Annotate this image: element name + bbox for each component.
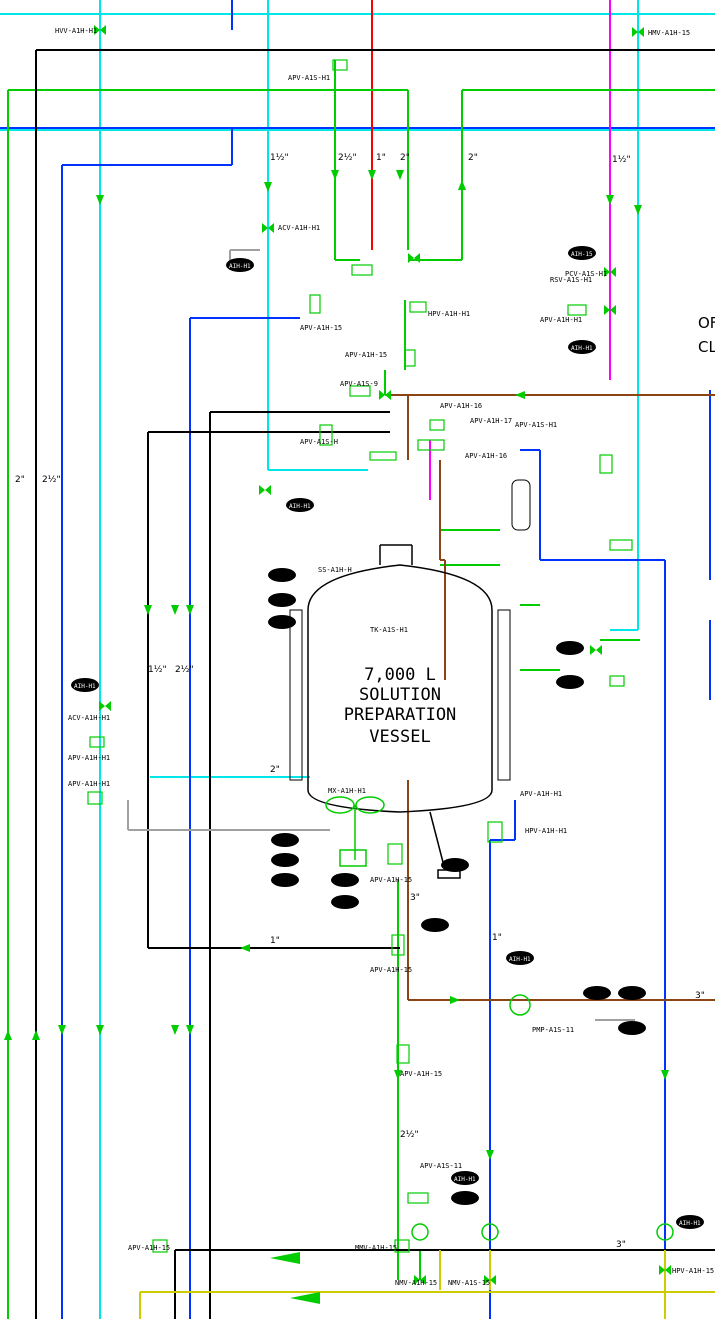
- instrument-tag-7: AIH-H1: [454, 1176, 476, 1183]
- valve-tag-5: APV-A1H-15: [300, 324, 342, 332]
- valve-tag-12: APV-A1H-16: [465, 452, 507, 460]
- line-size-12: 3": [410, 893, 420, 903]
- valve-tag-13: APV-A1S-H1: [515, 421, 557, 429]
- valve-tag-2: HMV-A1H-15: [648, 29, 690, 37]
- instrument-bubbles: [71, 246, 704, 1229]
- instrument-tag-4: AIH-15: [571, 251, 593, 258]
- valve-tag-9: APV-A1S-9: [340, 380, 378, 388]
- vessel-tag: TK-A1S-H1: [370, 626, 408, 634]
- valve-tag-20: APV-A1H-15: [370, 966, 412, 974]
- valve-tag-22: PCV-A1S-H1: [565, 270, 607, 278]
- valve-tag-6: APV-A1S-H: [300, 438, 338, 446]
- line-size-15: 1": [492, 933, 502, 943]
- valve-tag-19: APV-A1H-15: [370, 876, 412, 884]
- instrument-tag-2: AIH-H1: [289, 503, 311, 510]
- line-size-6: 2": [468, 153, 478, 163]
- valve-tag-28: NMV-A1S-15: [448, 1279, 490, 1287]
- line-size-17: 3": [616, 1240, 626, 1250]
- valve-tag-27: MMV-A1H-15: [355, 1244, 397, 1252]
- instrument-tag-3: AIH-H1: [74, 683, 96, 690]
- equipment-tag-mixer: MX-A1H-H1: [328, 787, 366, 795]
- valve-tag-29: HPV-A1H-15: [672, 1267, 714, 1275]
- line-size-5: 2": [400, 153, 410, 163]
- line-size-9: 1½": [148, 665, 167, 675]
- valve-tag-1: HVV-A1H-H1: [55, 27, 97, 35]
- brown-lines: [390, 394, 715, 1001]
- line-size-16: 2": [270, 765, 280, 775]
- vessel-line-solution: SOLUTION: [359, 685, 441, 705]
- equipment-tag-pump: PMP-A1S-11: [532, 1026, 574, 1034]
- line-size-8: 2½": [338, 153, 357, 163]
- tank-icon: [511, 479, 531, 531]
- instrument-tag-6: AIH-H1: [509, 956, 531, 963]
- line-size-14: 3": [695, 991, 705, 1001]
- line-size-10: 2½": [175, 665, 194, 675]
- valve-tag-14: RSV-A1S-H1: [550, 276, 592, 284]
- vessel-capacity: 7,000 L: [364, 665, 436, 685]
- valve-tag-15: APV-A1H-H1: [540, 316, 582, 324]
- valve-tag-10: APV-A1H-16: [440, 402, 482, 410]
- offpage-text-2: CL: [698, 338, 715, 356]
- valve-tag-3: APV-A1S-H1: [288, 74, 330, 82]
- instrument-tag-1: AIH-H1: [229, 263, 251, 270]
- valve-tag-11: APV-A1H-17: [470, 417, 512, 425]
- valve-tag-21: APV-A1H-15: [400, 1070, 442, 1078]
- line-size-3: 2½": [42, 475, 61, 485]
- valve-tag-23: HPV-A1H-H1: [525, 827, 567, 835]
- valve-tag-26: APV-A1H-15: [128, 1244, 170, 1252]
- actuator-boxes: [87, 59, 633, 1253]
- valve-tag-25: NMV-A1H-15: [395, 1279, 437, 1287]
- pump-icon: [411, 994, 674, 1241]
- flow-arrows: [4, 170, 669, 1304]
- line-size-2: 1½": [270, 153, 289, 163]
- valve-tag-24: APV-A1H-H1: [520, 790, 562, 798]
- valve-tag-4: ACV-A1H-H1: [278, 224, 320, 232]
- line-size-1: 2": [15, 475, 25, 485]
- valve-tag-18: APV-A1H-H1: [68, 780, 110, 788]
- valve-tag-8: APV-A1H-15: [345, 351, 387, 359]
- valve-symbols: [94, 25, 671, 1285]
- line-size-13: 2½": [400, 1130, 419, 1140]
- equipment-tag-strainer: SS-A1H-H: [318, 566, 352, 574]
- gray-lines: [127, 249, 635, 1021]
- line-size-7: 1½": [612, 155, 631, 165]
- instrument-tag-5: AIH-H1: [571, 345, 593, 352]
- valve-tag-30: APV-A1S-11: [420, 1162, 462, 1170]
- yellow-lines: [139, 1250, 715, 1319]
- vessel-line-preparation: PREPARATION: [344, 705, 457, 725]
- valve-tag-16: ACV-A1H-H1: [68, 714, 110, 722]
- valve-tag-7: HPV-A1H-H1: [428, 310, 470, 318]
- offpage-text-1: OF: [698, 314, 715, 332]
- valve-tag-17: APV-A1H-H1: [68, 754, 110, 762]
- line-size-11: 1": [270, 936, 280, 946]
- line-size-4: 1": [376, 153, 386, 163]
- agitator-icon: [325, 796, 385, 867]
- instrument-tag-8: AIH-H1: [679, 1220, 701, 1227]
- vessel-line-vessel: VESSEL: [369, 727, 430, 747]
